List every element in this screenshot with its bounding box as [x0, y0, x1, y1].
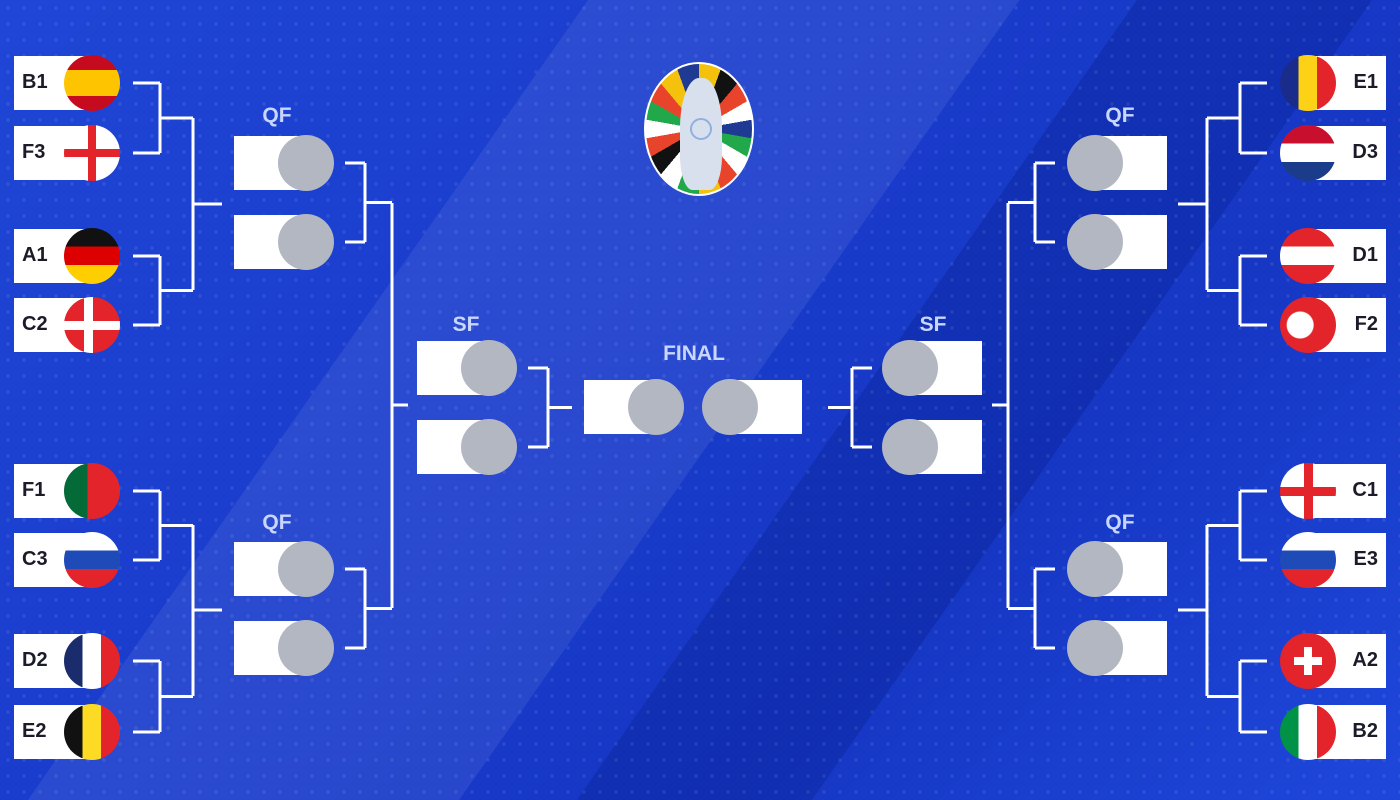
qf-slot-left[interactable] [234, 620, 334, 676]
qf-slot-left[interactable] [234, 135, 334, 191]
round-label-sf: SF [452, 313, 480, 336]
austria-flag-icon [1280, 228, 1336, 284]
team-f2[interactable]: F2 [1280, 297, 1386, 353]
portugal-flag-icon [64, 463, 120, 519]
germany-flag-icon [64, 228, 120, 284]
team-d3[interactable]: D3 [1280, 125, 1386, 181]
sf-slot-left[interactable] [417, 419, 517, 475]
belgium-flag-icon [64, 704, 120, 760]
empty-flag-placeholder [1067, 135, 1123, 191]
team-e2[interactable]: E2 [14, 704, 120, 760]
qf-slot-right[interactable] [1067, 135, 1167, 191]
team-seed-label: A2 [1352, 649, 1378, 671]
switzerland-flag-icon [1280, 633, 1336, 689]
france-flag-icon [64, 633, 120, 689]
empty-flag-placeholder [1067, 620, 1123, 676]
team-seed-label: B1 [22, 71, 48, 93]
empty-flag-placeholder [278, 620, 334, 676]
euro-2024-logo [644, 62, 754, 196]
empty-flag-placeholder [1067, 214, 1123, 270]
round-label-sf: SF [919, 313, 947, 336]
team-e3[interactable]: E3 [1280, 532, 1386, 588]
england-flag-icon [1280, 463, 1336, 519]
empty-flag-placeholder [882, 419, 938, 475]
round-label-qf: QF [262, 104, 292, 127]
spain-flag-icon [64, 55, 120, 111]
team-seed-label: C3 [22, 548, 48, 570]
round-label-final: FINAL [663, 342, 725, 365]
team-seed-label: B2 [1352, 720, 1378, 742]
team-b2[interactable]: B2 [1280, 704, 1386, 760]
team-seed-label: F2 [1354, 313, 1378, 335]
empty-flag-placeholder [702, 379, 758, 435]
slovenia-flag-icon [64, 532, 120, 588]
team-a1[interactable]: A1 [14, 228, 120, 284]
slovakia-flag-icon [1280, 532, 1336, 588]
team-b1[interactable]: B1 [14, 55, 120, 111]
netherlands-flag-icon [1280, 125, 1336, 181]
denmark-flag-icon [64, 297, 120, 353]
qf-slot-right[interactable] [1067, 541, 1167, 597]
italy-flag-icon [1280, 704, 1336, 760]
sf-slot-left[interactable] [417, 340, 517, 396]
final-slot-right[interactable] [702, 379, 802, 435]
empty-flag-placeholder [278, 135, 334, 191]
qf-slot-right[interactable] [1067, 620, 1167, 676]
team-f1[interactable]: F1 [14, 463, 120, 519]
team-a2[interactable]: A2 [1280, 633, 1386, 689]
empty-flag-placeholder [628, 379, 684, 435]
empty-flag-placeholder [1067, 541, 1123, 597]
qf-slot-left[interactable] [234, 214, 334, 270]
team-seed-label: C2 [22, 313, 48, 335]
team-seed-label: D3 [1352, 141, 1378, 163]
round-label-qf: QF [1105, 104, 1135, 127]
final-slot-left[interactable] [584, 379, 684, 435]
empty-flag-placeholder [278, 214, 334, 270]
team-seed-label: C1 [1352, 479, 1378, 501]
team-seed-label: F1 [22, 479, 46, 501]
round-label-qf: QF [1105, 511, 1135, 534]
team-seed-label: A1 [22, 244, 48, 266]
team-f3[interactable]: F3 [14, 125, 120, 181]
sf-slot-right[interactable] [882, 419, 982, 475]
team-seed-label: E2 [22, 720, 47, 742]
qf-slot-left[interactable] [234, 541, 334, 597]
team-d2[interactable]: D2 [14, 633, 120, 689]
round-label-qf: QF [262, 511, 292, 534]
empty-flag-placeholder [278, 541, 334, 597]
team-d1[interactable]: D1 [1280, 228, 1386, 284]
team-seed-label: D1 [1352, 244, 1378, 266]
team-seed-label: D2 [22, 649, 48, 671]
team-seed-label: F3 [22, 141, 46, 163]
qf-slot-right[interactable] [1067, 214, 1167, 270]
empty-flag-placeholder [882, 340, 938, 396]
team-seed-label: E3 [1353, 548, 1378, 570]
sf-slot-right[interactable] [882, 340, 982, 396]
turkey-flag-icon [1280, 297, 1336, 353]
georgia-flag-icon [64, 125, 120, 181]
team-c1[interactable]: C1 [1280, 463, 1386, 519]
team-seed-label: E1 [1353, 71, 1378, 93]
romania-flag-icon [1280, 55, 1336, 111]
team-c2[interactable]: C2 [14, 297, 120, 353]
trophy-icon [680, 78, 722, 190]
team-e1[interactable]: E1 [1280, 55, 1386, 111]
team-c3[interactable]: C3 [14, 532, 120, 588]
empty-flag-placeholder [461, 419, 517, 475]
empty-flag-placeholder [461, 340, 517, 396]
